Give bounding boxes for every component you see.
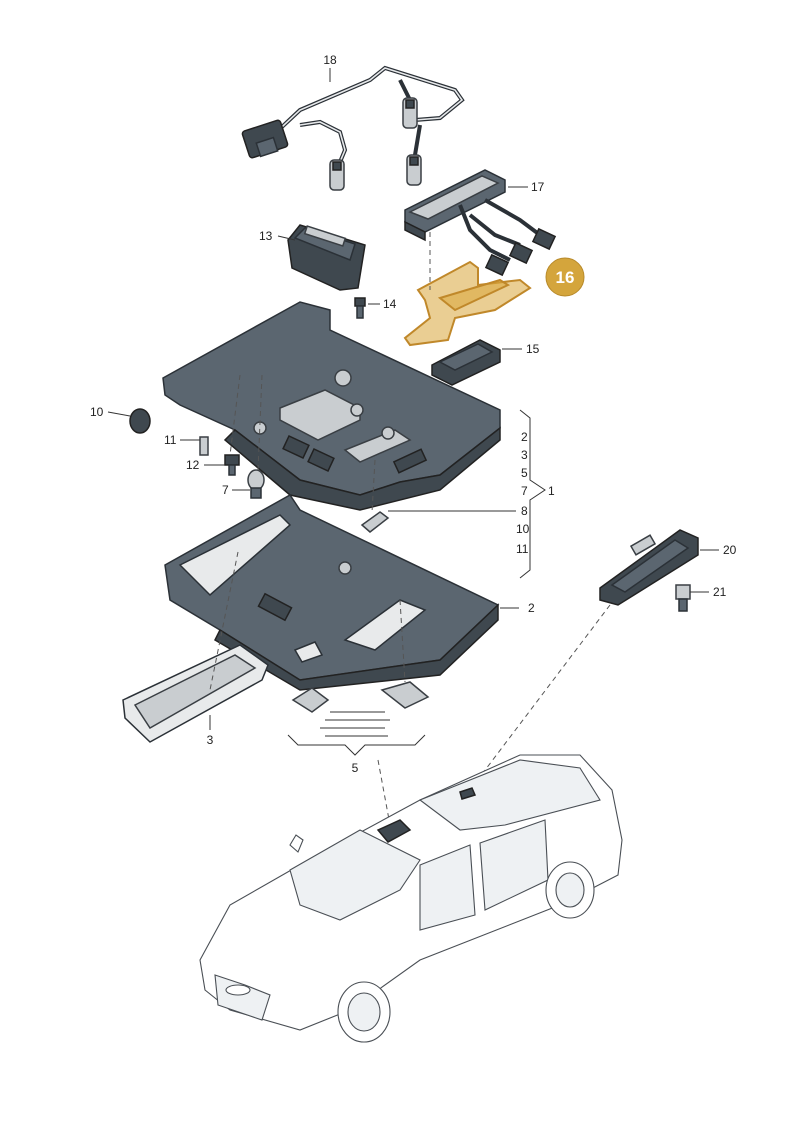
callout-17: 17 [531, 180, 545, 194]
screw-14 [354, 297, 366, 319]
callout-10: 10 [90, 405, 104, 419]
reading-lamp [431, 339, 501, 386]
callout-2: 2 [528, 601, 535, 615]
control-unit [404, 169, 557, 277]
callout-13: 13 [259, 229, 273, 243]
callout-14: 14 [383, 297, 397, 311]
bulb-21 [675, 584, 691, 612]
car-illustration [199, 754, 623, 1043]
callout-18: 18 [323, 53, 337, 67]
callout-7: 7 [222, 483, 229, 497]
callout-5: 5 [352, 761, 359, 775]
highlight-badge-text: 16 [556, 268, 575, 287]
highlight-badge[interactable] [545, 257, 585, 297]
small-parts [129, 408, 390, 533]
callout-11: 11 [164, 433, 177, 447]
lamp-lens [122, 644, 269, 743]
bracket-item-5: 5 [521, 466, 528, 480]
bracket-group-label: 1 [548, 484, 555, 498]
bracket-item-7: 7 [521, 484, 528, 498]
wiring-harness [241, 65, 465, 191]
bracket-item-3: 3 [521, 448, 528, 462]
callout-21: 21 [713, 585, 727, 599]
bracket-item-10: 10 [516, 522, 530, 536]
callout-3: 3 [207, 733, 214, 747]
headliner-frame [164, 494, 500, 691]
leader-lines [107, 68, 719, 756]
switch-module [287, 224, 366, 291]
callout-labels: 18 17 13 14 15 10 11 12 7 20 21 3 5 2 2 … [90, 53, 737, 775]
bracket-item-2: 2 [521, 430, 528, 444]
roof-console [162, 301, 501, 511]
guide-lines [209, 232, 611, 826]
callout-20: 20 [723, 543, 737, 557]
highlighted-bracket: 16 [403, 257, 585, 347]
rear-lamp-20 [599, 529, 699, 606]
callout-12: 12 [186, 458, 200, 472]
bracket-item-8: 8 [521, 504, 528, 518]
covers [291, 681, 430, 737]
bracket-item-11: 11 [516, 542, 529, 556]
callout-15: 15 [526, 342, 540, 356]
